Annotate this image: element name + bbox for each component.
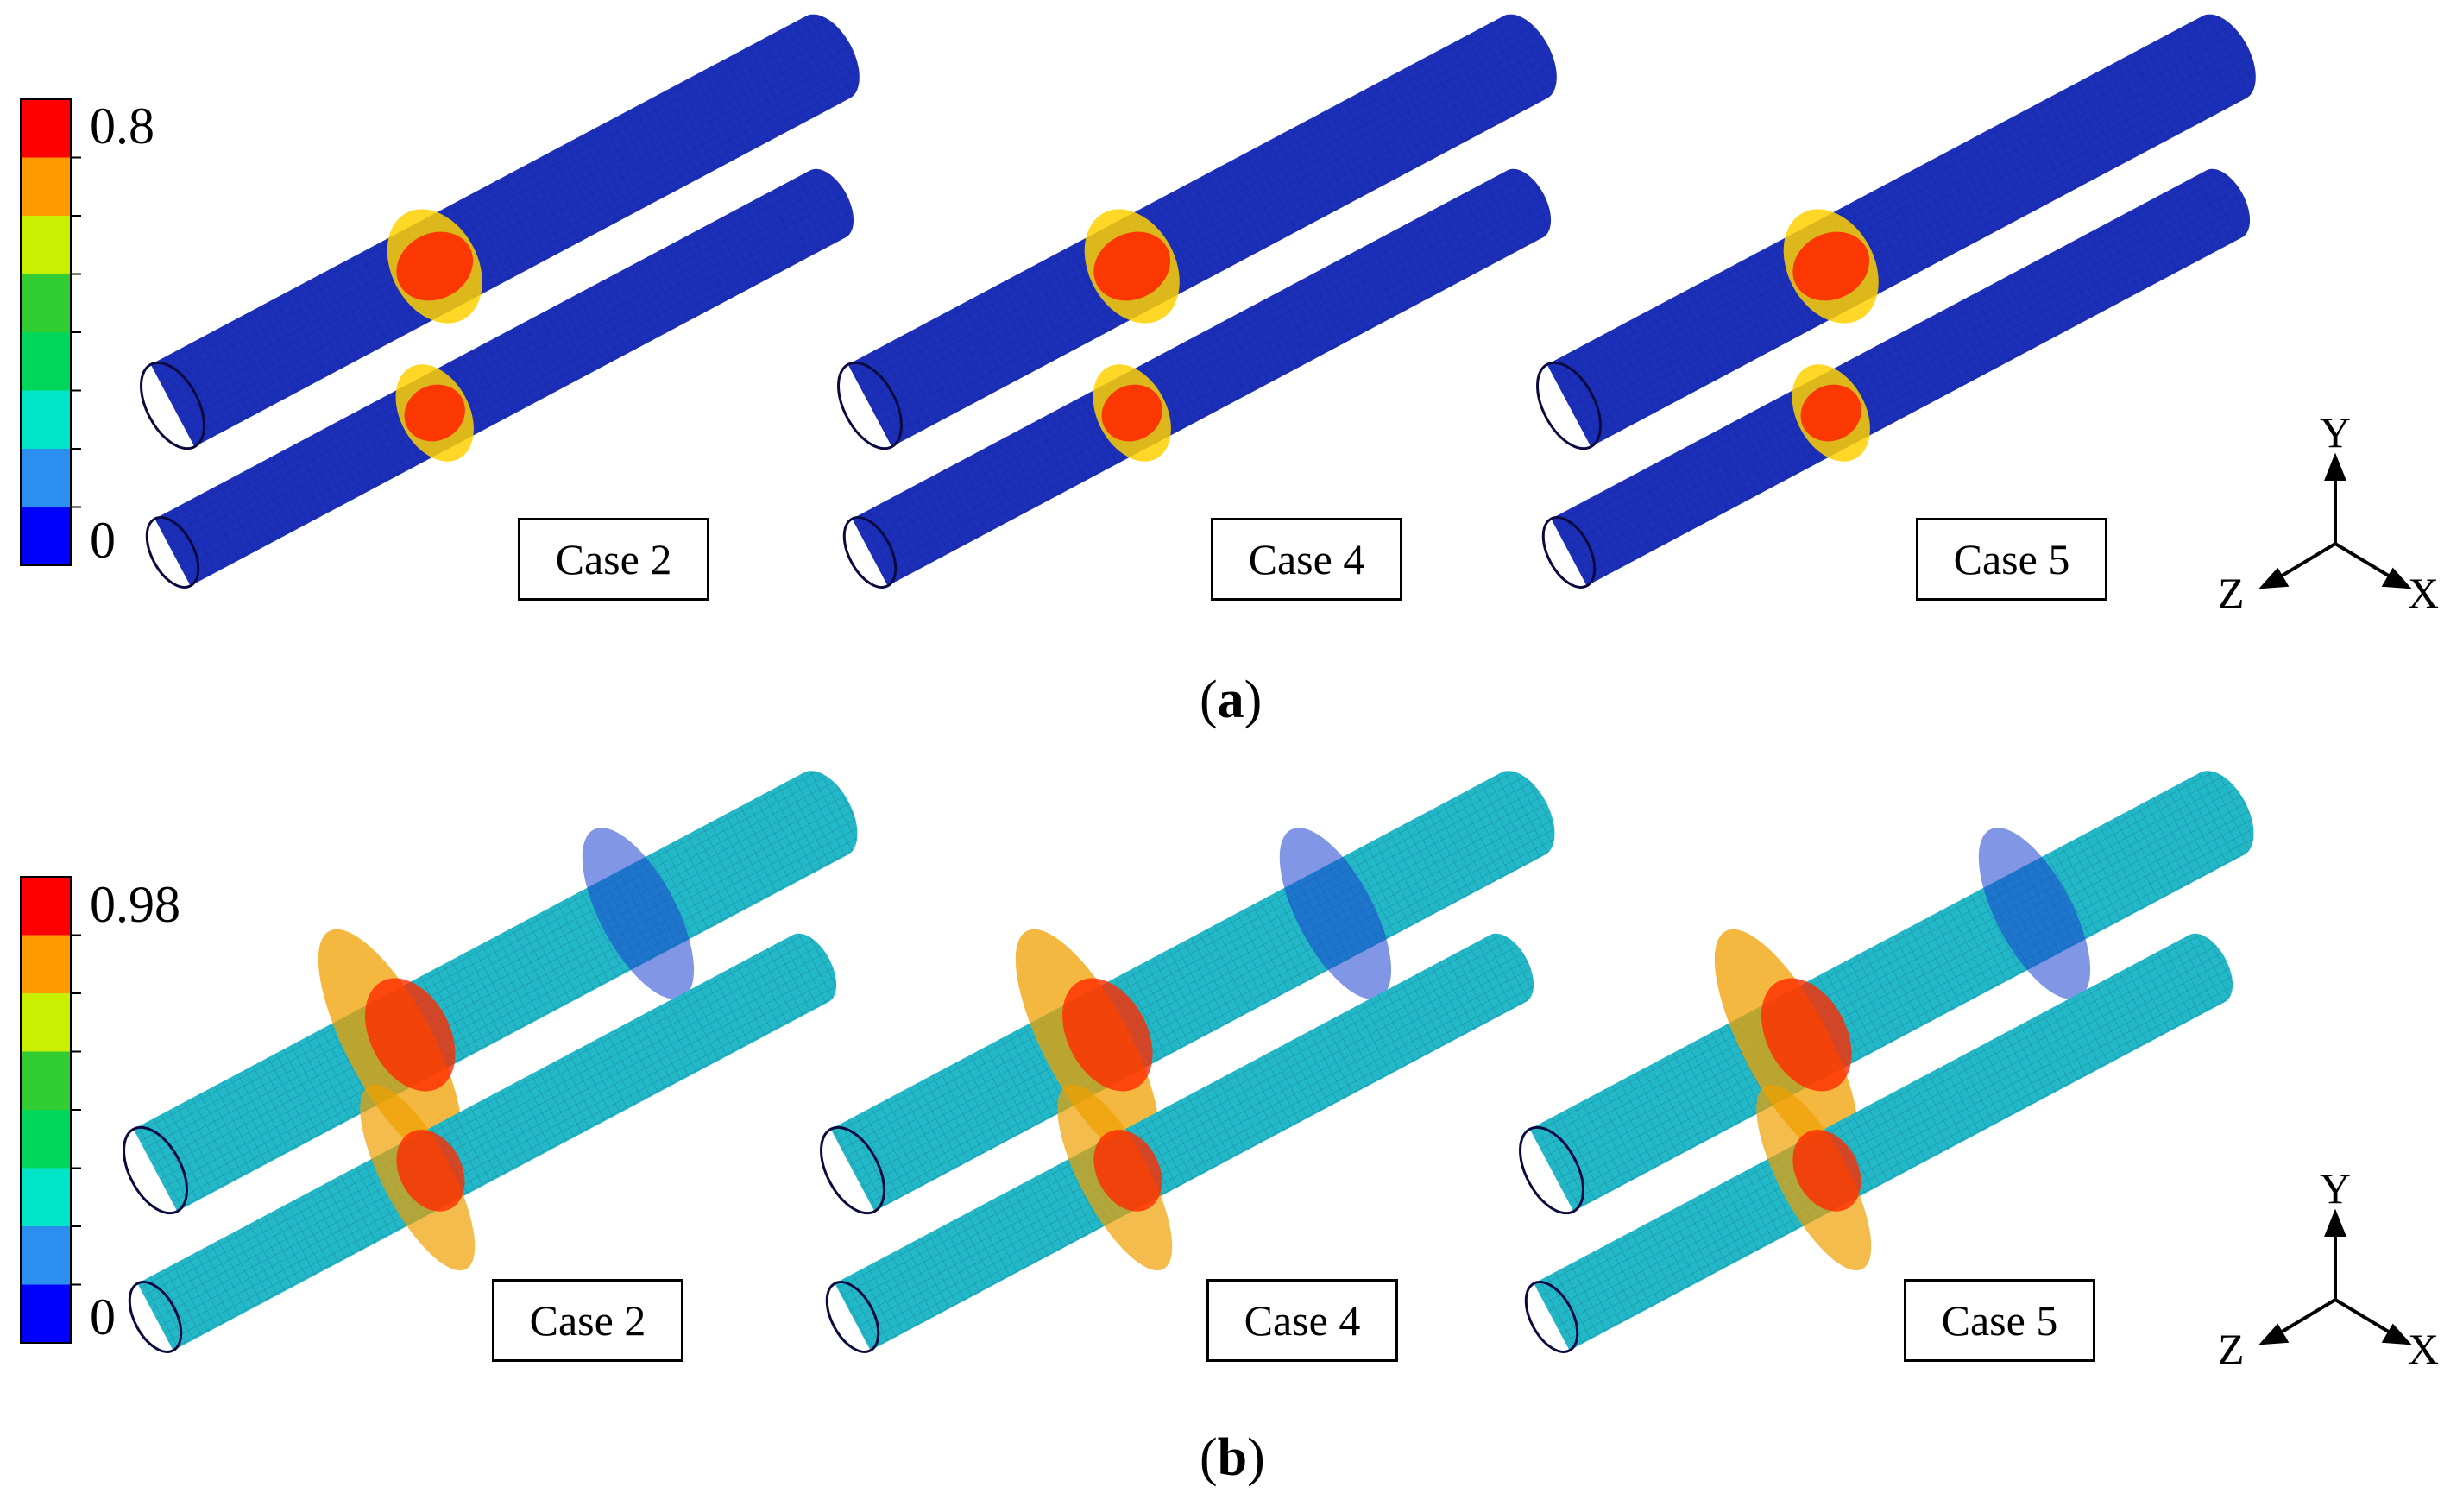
colorbar-band [21,332,71,391]
panel-a: 0.8 0 Case 2 Case 4 Case 5 Y X Z (a) [20,14,2440,729]
tube-models-a [140,14,2256,589]
colorbar-b-min-label: 0 [90,1288,116,1345]
full-tube-end [1519,1125,1584,1215]
axis-label-z: Z [2218,569,2245,617]
colorbar-band [21,1051,71,1110]
colorbar-band [21,1284,71,1343]
damage-zone [582,828,695,999]
colorbar-band [21,935,71,993]
axis-label-x: X [2408,569,2440,617]
axis-label-z: Z [2218,1325,2245,1373]
damage-zone [1062,978,1153,1092]
damage-zone [1761,978,1852,1092]
colorbar-b [20,876,81,1344]
stress-zone [1093,231,1171,301]
axis-label-y: Y [2320,1164,2352,1213]
colorbar-band [21,993,71,1052]
panel-label-a: (a) [1200,671,1263,729]
panel-b-figure [20,771,2412,1353]
case-label-box: Case 4 [1206,1279,1398,1362]
colorbar-band [21,99,71,158]
colorbar-a-max-label: 0.8 [90,98,154,154]
panel-a-figure [20,14,2412,589]
damage-zone [1093,1130,1162,1212]
colorbar-band [21,507,71,565]
colorbar-band [21,877,71,936]
half-tube-end [128,1281,183,1353]
colorbar-band [21,157,71,216]
colorbar-band [21,1110,71,1169]
tube-models-b [123,771,2254,1353]
colorbar-band [21,449,71,507]
damage-zone [396,1130,465,1212]
half-tube-end [1541,516,1597,589]
half-tube-end [842,516,898,589]
full-tube-end [1536,361,1602,450]
colorbar-band [21,216,71,274]
stress-zone [404,384,465,442]
colorbar-band [21,1226,71,1285]
colorbar-band [21,274,71,332]
damage-zone [365,978,456,1092]
damage-zone [1792,1130,1861,1212]
stress-zone [1800,384,1861,442]
full-tube-end [837,361,903,450]
damage-zone [1978,828,2091,999]
case-label-box: Case 5 [1916,518,2107,601]
colorbar-b-max-label: 0.98 [90,876,180,933]
panel-b: 0.98 0 Case 2 Case 4 Case 5 Y X Z (b) [0,756,2463,1512]
full-tube-end [140,361,205,450]
stress-zone [396,231,474,301]
colorbar-band [21,390,71,449]
half-tube-end [1524,1281,1579,1353]
half-tube-end [145,516,200,589]
full-tube-end [820,1125,885,1215]
full-tube-end [123,1125,188,1215]
axis-label-x: X [2408,1325,2440,1373]
case-label-box: Case 2 [518,518,709,601]
colorbar-a-min-label: 0 [90,512,116,569]
stress-zone [1792,231,1870,301]
panel-label-b: (b) [1200,1428,1265,1487]
case-label-box: Case 5 [1904,1279,2095,1362]
case-label-box: Case 4 [1211,518,1402,601]
axis-triad-a [2258,452,2412,589]
colorbar-a [20,98,81,566]
case-label-box: Case 2 [492,1279,683,1362]
damage-zone [1279,828,1392,999]
axis-triad-b [2258,1208,2412,1345]
half-tube-end [825,1281,880,1353]
stress-zone [1101,384,1162,442]
axis-label-y: Y [2320,408,2352,457]
colorbar-band [21,1168,71,1226]
